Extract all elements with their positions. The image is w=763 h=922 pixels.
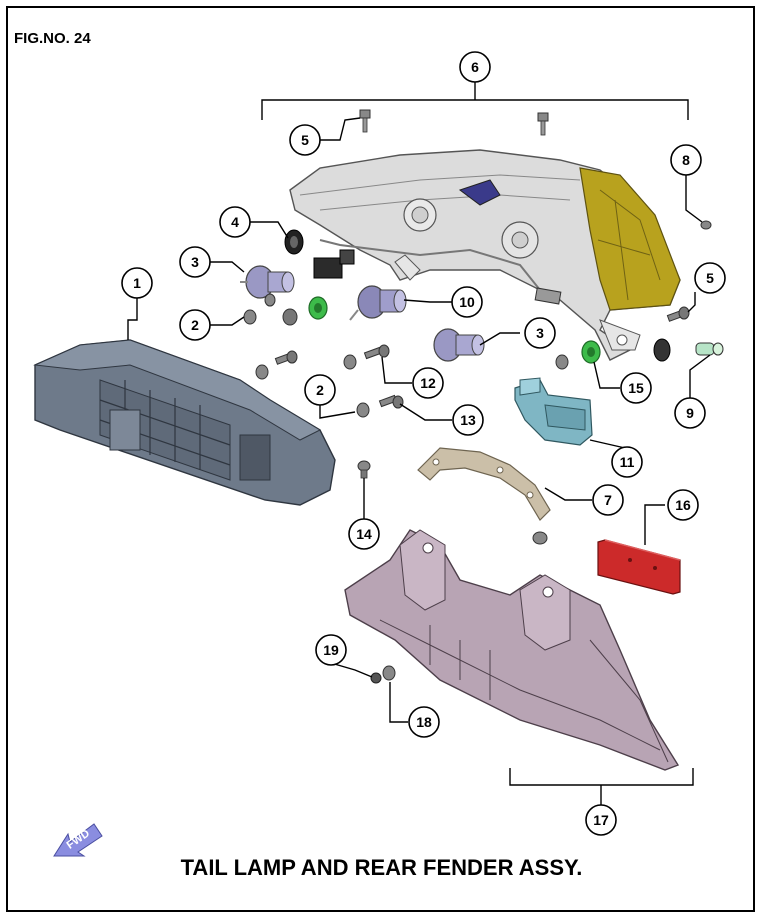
callout-1: 1 [121, 267, 153, 299]
svg-text:6: 6 [471, 59, 479, 75]
svg-text:4: 4 [231, 214, 239, 230]
callout-13: 13 [452, 404, 484, 436]
callout-7: 7 [592, 484, 624, 516]
callout-5-top: 5 [289, 124, 321, 156]
bracket-part-1 [33, 339, 336, 506]
svg-text:12: 12 [420, 375, 436, 391]
figure-number: FIG.NO. 24 [14, 30, 91, 47]
leader-lines [127, 117, 711, 723]
svg-text:7: 7 [604, 492, 612, 508]
fastener-center [532, 531, 548, 545]
bracket-part-11 [514, 377, 593, 446]
callout-11: 11 [611, 446, 643, 478]
svg-text:19: 19 [323, 642, 339, 658]
svg-text:9: 9 [686, 405, 694, 421]
bulb-socket-part-3-lower [433, 328, 485, 362]
callout-2-upper: 2 [179, 309, 211, 341]
bolt-part-12 [343, 344, 390, 370]
callout-16: 16 [667, 489, 699, 521]
grommet-part-15 [581, 340, 601, 364]
nut-part-19 [370, 672, 382, 684]
svg-text:8: 8 [682, 152, 690, 168]
assembly-bracket-6 [261, 82, 689, 120]
callout-3-upper: 3 [179, 246, 211, 278]
bulb-part-9 [653, 338, 724, 362]
callout-6: 6 [459, 51, 491, 83]
gasket-part-4 [284, 229, 304, 255]
callout-15: 15 [620, 372, 652, 404]
grommet-green-left [308, 296, 328, 320]
callout-18: 18 [408, 706, 440, 738]
svg-text:15: 15 [628, 380, 644, 396]
tail-lamp-assembly-6 [289, 149, 681, 361]
svg-text:1: 1 [133, 275, 141, 291]
callout-2-lower: 2 [304, 374, 336, 406]
screws-part-5-top [359, 109, 549, 136]
callout-4: 4 [219, 206, 251, 238]
svg-text:5: 5 [706, 270, 714, 286]
figure-title: TAIL LAMP AND REAR FENDER ASSY. [180, 855, 583, 880]
callout-12: 12 [412, 367, 444, 399]
callout-5-right: 5 [694, 262, 726, 294]
svg-text:14: 14 [356, 526, 372, 542]
screw-part-5-right [666, 306, 690, 322]
bulb-socket-part-10 [349, 285, 407, 321]
svg-text:11: 11 [620, 454, 635, 470]
callout-19: 19 [315, 634, 347, 666]
connector-near-lamp [534, 287, 562, 305]
svg-text:10: 10 [459, 294, 475, 310]
stay-part-7 [417, 447, 551, 521]
svg-text:2: 2 [191, 317, 199, 333]
svg-text:2: 2 [316, 382, 324, 398]
svg-text:3: 3 [536, 325, 544, 341]
screw-part-8 [700, 220, 712, 230]
forward-arrow-icon: FWD [53, 823, 103, 857]
nut-near-part-3 [555, 354, 569, 370]
washer-bolt-part-13 [356, 394, 404, 418]
assembly-bracket-17 [509, 768, 694, 805]
washer-part-18 [382, 665, 396, 681]
callout-3-lower: 3 [524, 317, 556, 349]
callout-17: 17 [585, 804, 617, 836]
rear-fender-part-17 [344, 529, 680, 771]
svg-text:17: 17 [593, 812, 609, 828]
callout-8: 8 [670, 144, 702, 176]
svg-text:18: 18 [416, 714, 432, 730]
figure-frame [6, 6, 755, 912]
svg-text:13: 13 [460, 412, 476, 428]
washer-part-2-upper [243, 293, 298, 326]
svg-text:5: 5 [301, 132, 309, 148]
svg-text:3: 3 [191, 254, 199, 270]
fastener-part-14 [357, 460, 371, 479]
callout-14: 14 [348, 518, 380, 550]
callout-9: 9 [674, 397, 706, 429]
reflector-part-16 [597, 539, 681, 595]
bulb-socket-part-3-upper [240, 265, 295, 299]
callout-10: 10 [451, 286, 483, 318]
bolt-pair-left [255, 350, 298, 380]
svg-text:16: 16 [675, 497, 691, 513]
